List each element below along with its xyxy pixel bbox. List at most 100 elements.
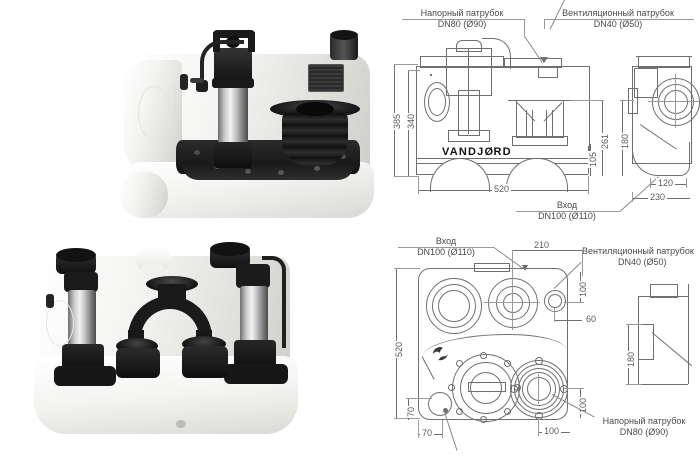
dim-60-ext: [554, 308, 555, 322]
bolt-hole: [456, 360, 463, 367]
callout-discharge-line1: Напорный патрубок: [420, 8, 504, 18]
callout-inlet-underline: [516, 211, 620, 212]
plan-discharge-r3: [522, 372, 556, 406]
front-motor-shaft: [458, 90, 480, 136]
plan-inlet-outer: [426, 278, 482, 334]
front-base-line: [416, 158, 588, 159]
inspection-cap: [190, 78, 204, 83]
plan-callout-discharge-line1: Напорный патрубок: [602, 416, 686, 426]
dim-180b-ext-bot: [626, 384, 642, 385]
pump-left-baseplate: [54, 366, 116, 386]
plan-discharge-bore: [527, 377, 551, 401]
callout-inlet: Вход DN100 (Ø110): [512, 200, 622, 222]
dim-100b-ext: [564, 388, 584, 389]
plan-callout-inlet-underline: [398, 247, 494, 248]
side-inlet-centerline-v: [675, 74, 676, 128]
plan-callout-discharge-line2: DN80 (Ø90): [619, 427, 669, 437]
dim-100-vent-y: 100: [578, 280, 588, 298]
callout-discharge-arrow: [540, 57, 548, 63]
callout-inlet-line1: Вход: [556, 200, 578, 210]
plan-chamber-curve: [422, 334, 566, 373]
bolt-hole: [504, 360, 511, 367]
pump-motor-body: [218, 84, 248, 146]
pump-left-neck: [64, 272, 98, 292]
dim-230: 230: [648, 192, 668, 202]
plan-side-right-edge: [688, 284, 689, 384]
front-cable-arc: [482, 38, 511, 69]
single-pump-station: [118, 12, 380, 227]
front-discharge-rib: [526, 110, 527, 136]
plan-callout-inlet-line1: Вход: [435, 236, 457, 246]
dim-100a-ext: [564, 302, 584, 303]
dim-520v-ext-top: [394, 268, 420, 269]
tank-oval-recess: [138, 86, 170, 140]
plan-discharge-r2: [518, 368, 560, 410]
dim-230-ext-l: [632, 192, 633, 202]
front-discharge-taper-l: [516, 100, 517, 136]
brand-logo-text: VANDJ: [442, 146, 485, 158]
dim-261-ext: [570, 100, 604, 101]
inlet-bellows-body: [282, 108, 348, 166]
side-inlet-mid: [658, 84, 694, 120]
callout-vent-line2: DN40 (Ø50): [593, 19, 643, 29]
dim-210: 210: [532, 240, 552, 250]
front-elevation-drawing: Напорный патрубок DN80 (Ø90) Вентиляцион…: [386, 0, 700, 226]
plan-side-bottom: [638, 384, 688, 385]
bolt-hole: [535, 357, 543, 365]
dim-60: 60: [584, 314, 599, 324]
tank-side-recess: [46, 300, 74, 346]
bolt-hole: [480, 352, 487, 359]
valve-right-body: [182, 346, 228, 378]
dim-70h-ext-r: [442, 420, 443, 438]
pump-base-foot: [214, 142, 252, 168]
plan-inlet2-mid: [496, 286, 530, 320]
plan-callout-vent-line2: DN40 (Ø50): [618, 257, 667, 267]
front-discharge-foot: [512, 136, 568, 146]
plan-vent-inner: [548, 294, 562, 308]
impeller-icon: [430, 344, 452, 366]
bolt-hole: [456, 408, 463, 415]
bolt-hole: [504, 408, 511, 415]
dim-180-ext: [620, 100, 634, 101]
plan-callout-vent-line1: Вентиляционный патрубок: [582, 246, 694, 256]
fill-cap-neck: [142, 264, 164, 276]
side-vent-box: [634, 68, 658, 98]
inlet-bellows-mouth: [296, 102, 334, 116]
plan-pump-hub: [470, 372, 502, 404]
dim-385: 385: [392, 112, 402, 130]
brand-logo: VANDJØRD: [442, 146, 512, 158]
dim-120-ext-l: [650, 178, 651, 188]
lifting-handle-leg: [248, 32, 255, 52]
dim-520-ext-r: [588, 176, 589, 194]
drain-plug: [176, 420, 186, 428]
plan-callout-inlet: Вход DN100 (Ø110): [394, 236, 498, 258]
front-tank-recess: [424, 82, 450, 122]
front-tank-recess-inner: [428, 88, 446, 116]
cover-plate-front: [182, 164, 354, 180]
plan-inlet2-cl-v: [512, 274, 513, 330]
front-discharge-rib: [532, 110, 533, 136]
front-base-bottom: [416, 174, 588, 175]
valve-left-body: [116, 348, 160, 378]
callout-vent-leader-v: [544, 19, 545, 29]
plan-side-top: [638, 296, 688, 297]
front-motor-cap: [456, 40, 482, 52]
tank-foot-left: [120, 172, 168, 218]
side-inlet-centerline-h: [648, 101, 700, 102]
bolt-hole: [480, 416, 487, 423]
bolt: [194, 150, 200, 155]
plan-inlet2-outer: [488, 278, 538, 328]
bolt: [340, 154, 346, 159]
pump-right-cable: [262, 256, 286, 348]
plan-inlet2-inner: [503, 293, 523, 313]
lifting-handle: [213, 30, 255, 38]
front-discharge-rib: [552, 110, 553, 136]
dim-210-ext-r: [582, 250, 583, 276]
plan-top-tab: [474, 263, 510, 272]
cable-gland: [196, 80, 208, 92]
dim-70v-ext: [406, 398, 432, 399]
dim-70-horizontal: 70: [420, 428, 435, 438]
dim-120: 120: [656, 178, 676, 188]
dual-pump-station: [24, 238, 312, 448]
